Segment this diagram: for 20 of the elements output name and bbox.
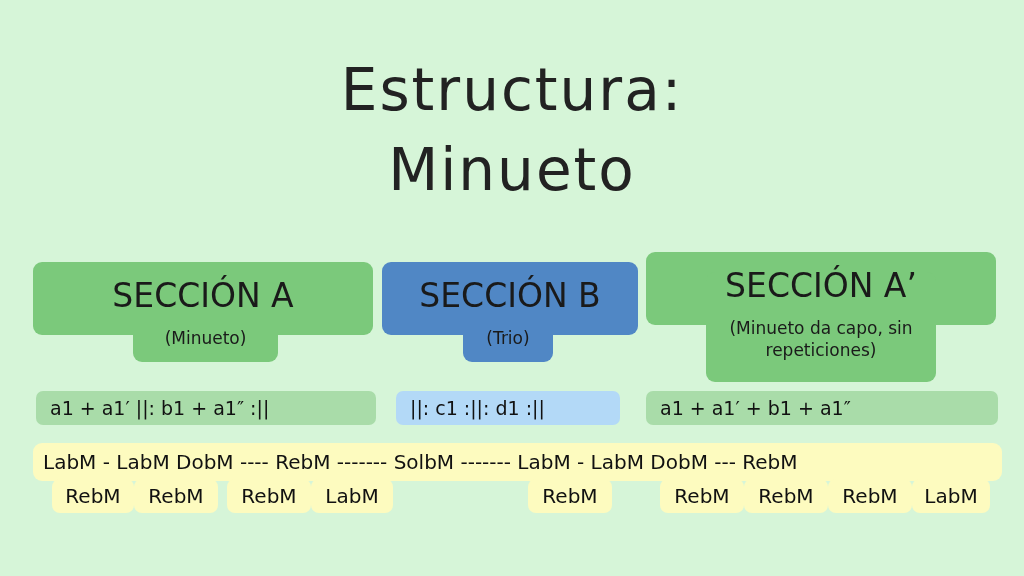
- section-heading: SECCIÓN B: [418, 276, 602, 315]
- chord-box: RebM: [528, 479, 612, 513]
- section-subtitle: (Minueto): [163, 327, 248, 349]
- chord-box: LabM: [912, 479, 990, 513]
- chord-box: RebM: [744, 479, 828, 513]
- form-bar: a1 + a1′ ||: b1 + a1″ :||: [36, 391, 376, 425]
- section-subtitle: (Trio): [485, 327, 531, 349]
- chord-box: RebM: [52, 479, 134, 513]
- section-heading: SECCIÓN A: [111, 276, 295, 315]
- chord-box: RebM: [660, 479, 744, 513]
- section-heading: SECCIÓN A’: [724, 266, 918, 305]
- chord-band: LabM - LabM DobM ---- RebM ------- SolbM ------- LabM - LabM DobM --- RebM: [33, 443, 1002, 481]
- form-bar: a1 + a1′ + b1 + a1″: [646, 391, 998, 425]
- chord-box: RebM: [134, 479, 218, 513]
- chord-box: RebM: [227, 479, 311, 513]
- form-bar: ||: c1 :||: d1 :||: [396, 391, 620, 425]
- chord-box: LabM: [311, 479, 393, 513]
- chord-box: RebM: [828, 479, 912, 513]
- title: Estructura: Minueto: [339, 55, 685, 206]
- section-subtitle: (Minueto da capo, sin repeticiones): [728, 317, 914, 361]
